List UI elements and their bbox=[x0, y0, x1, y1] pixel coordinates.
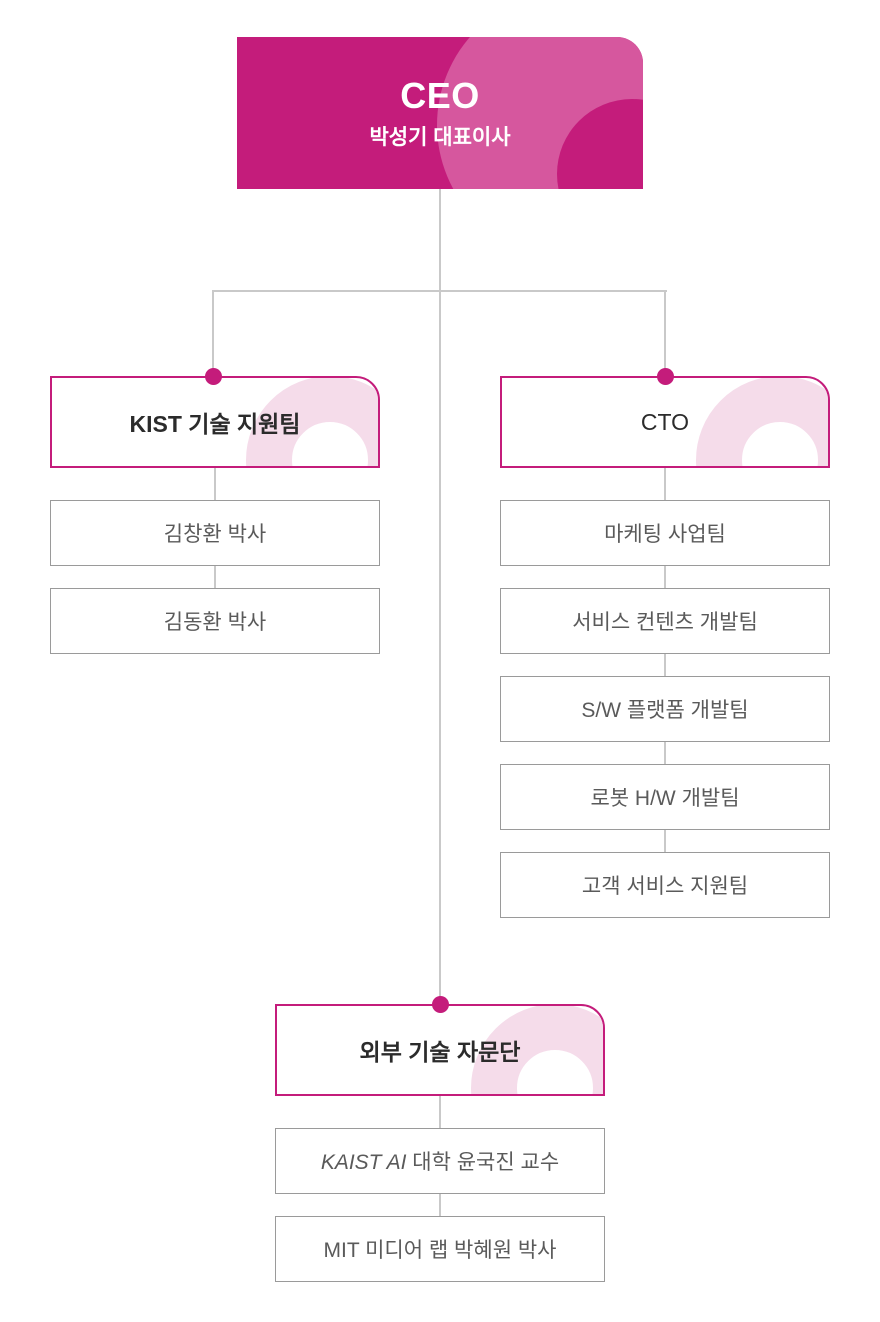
cto-decoration-ring bbox=[696, 378, 828, 466]
connector-cto-sub-2 bbox=[664, 566, 666, 590]
list-item-kist-child-1[interactable]: 김창환 박사 bbox=[50, 500, 380, 566]
connector-ceo-stem bbox=[439, 189, 441, 291]
list-item-kist-child-2[interactable]: 김동환 박사 bbox=[50, 588, 380, 654]
connector-kist-sub-2 bbox=[214, 566, 216, 590]
advisor-1-rest: 대학 윤국진 교수 bbox=[406, 1151, 560, 1174]
branch-header-kist-label: KIST 기술 지원팀 bbox=[129, 411, 301, 437]
connector-cto-sub-3 bbox=[664, 654, 666, 678]
branch-header-advisory[interactable]: 외부 기술 자문단 bbox=[275, 1004, 605, 1096]
connector-kist-sub-1 bbox=[214, 468, 216, 502]
list-item-cto-child-5[interactable]: 고객 서비스 지원팀 bbox=[500, 852, 830, 918]
connector-cto-sub-4 bbox=[664, 742, 666, 766]
connector-center-spine bbox=[439, 290, 441, 1012]
ceo-subtitle: 박성기 대표이사 bbox=[369, 125, 511, 149]
connector-cto-sub-5 bbox=[664, 830, 666, 854]
connector-dot-kist bbox=[205, 368, 222, 385]
branch-header-advisory-label: 외부 기술 자문단 bbox=[359, 1039, 521, 1065]
list-item-cto-child-1[interactable]: 마케팅 사업팀 bbox=[500, 500, 830, 566]
connector-drop-kist bbox=[212, 290, 214, 376]
ceo-title: CEO bbox=[400, 75, 480, 117]
list-item-advisory-child-2[interactable]: MIT 미디어 랩 박혜원 박사 bbox=[275, 1216, 605, 1282]
list-item-cto-child-3[interactable]: S/W 플랫폼 개발팀 bbox=[500, 676, 830, 742]
connector-advisory-sub-1 bbox=[439, 1096, 441, 1130]
list-item-label: 로봇 H/W 개발팀 bbox=[590, 787, 740, 810]
list-item-cto-child-2[interactable]: 서비스 컨텐츠 개발팀 bbox=[500, 588, 830, 654]
branch-header-kist[interactable]: KIST 기술 지원팀 bbox=[50, 376, 380, 468]
list-item-label: S/W 플랫폼 개발팀 bbox=[581, 699, 749, 722]
connector-drop-cto bbox=[664, 290, 666, 376]
list-item-label: KAIST AI 대학 윤국진 교수 bbox=[321, 1146, 559, 1176]
list-item-advisory-child-1[interactable]: KAIST AI 대학 윤국진 교수 bbox=[275, 1128, 605, 1194]
connector-cto-sub-1 bbox=[664, 468, 666, 502]
list-item-label: 고객 서비스 지원팀 bbox=[581, 875, 749, 898]
branch-header-cto[interactable]: CTO bbox=[500, 376, 830, 468]
ceo-node[interactable]: CEO 박성기 대표이사 bbox=[237, 37, 643, 189]
advisor-1-italic-prefix: KAIST AI bbox=[320, 1151, 407, 1174]
list-item-label: MIT 미디어 랩 박혜원 박사 bbox=[324, 1234, 557, 1264]
list-item-label: 마케팅 사업팀 bbox=[604, 523, 726, 546]
list-item-label: 서비스 컨텐츠 개발팀 bbox=[572, 611, 758, 634]
list-item-label: 김창환 박사 bbox=[163, 523, 267, 546]
connector-dot-advisory bbox=[432, 996, 449, 1013]
advisor-2-rest: MIT 미디어 랩 박혜원 박사 bbox=[323, 1239, 557, 1262]
list-item-label: 김동환 박사 bbox=[163, 611, 267, 634]
branch-header-cto-label: CTO bbox=[640, 408, 690, 435]
connector-dot-cto bbox=[657, 368, 674, 385]
connector-advisory-sub-2 bbox=[439, 1194, 441, 1218]
list-item-cto-child-4[interactable]: 로봇 H/W 개발팀 bbox=[500, 764, 830, 830]
